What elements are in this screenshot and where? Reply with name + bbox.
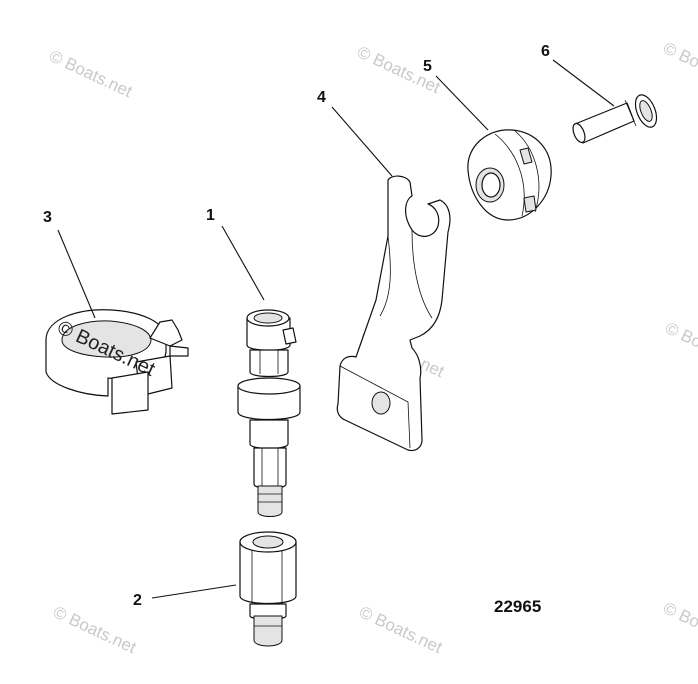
leader-1 <box>221 225 265 301</box>
leader-6 <box>552 59 615 107</box>
part-3-clamp <box>45 309 189 415</box>
watermark: © Boats.net <box>356 602 445 657</box>
part-1-fitting <box>237 309 301 517</box>
part-4-bracket <box>336 175 451 452</box>
part-6-sleeve <box>572 94 658 144</box>
watermark: © Boats.net <box>660 38 698 93</box>
leader-4 <box>331 106 393 177</box>
watermark: © Boats.net <box>660 598 698 653</box>
watermark: © Boats.net <box>46 46 135 101</box>
callout-2: 2 <box>133 592 142 609</box>
watermark: © Boats.net <box>662 318 698 373</box>
callout-1: 1 <box>206 207 215 224</box>
leader-2 <box>151 584 237 599</box>
callout-5: 5 <box>423 58 432 75</box>
callout-6: 6 <box>541 43 550 60</box>
watermark: © Boats.net <box>50 602 139 657</box>
part-2-nut <box>239 531 297 647</box>
leader-lines <box>57 59 615 599</box>
callout-3: 3 <box>43 209 52 226</box>
diagram-number: 22965 <box>494 597 541 616</box>
part-5-grommet <box>467 129 552 221</box>
callout-4: 4 <box>317 89 326 106</box>
leader-3 <box>57 229 96 319</box>
leader-5 <box>435 75 489 131</box>
